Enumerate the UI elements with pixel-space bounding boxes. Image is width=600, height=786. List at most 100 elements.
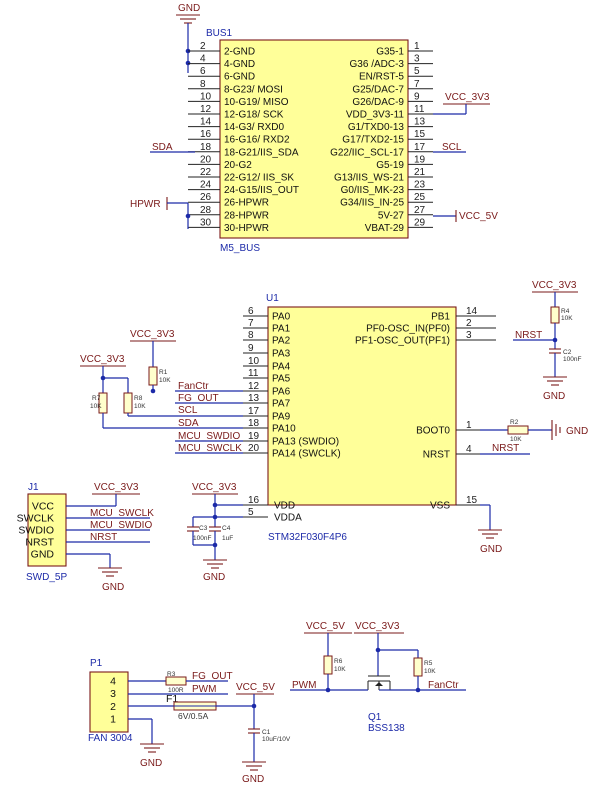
- fan-vcc5-label: VCC_5V: [236, 682, 275, 693]
- mcu-part: STM32F030F4P6: [268, 532, 347, 543]
- mcu-pin-num: 10: [248, 356, 260, 367]
- bus-pin-num: 3: [414, 54, 420, 65]
- r1-val: 10K: [159, 377, 171, 384]
- swd-gnd-label: GND: [102, 582, 124, 593]
- bus-pin-num: 30: [200, 217, 212, 228]
- bus-pin-num: 2: [200, 41, 206, 52]
- mcu-pin-name: VSS: [430, 501, 450, 512]
- mcu-pin-name: PA7: [272, 399, 291, 410]
- bus-connector-body: [219, 39, 409, 239]
- fan-pin-num: 2: [110, 701, 116, 713]
- r2-resistor: [507, 425, 529, 435]
- bus-gnd-label: GND: [178, 3, 200, 14]
- bus-pin-name: G5-19: [376, 160, 404, 171]
- bus-pin-num: 12: [200, 104, 212, 115]
- fan-pin-num: 1: [110, 714, 116, 726]
- c2-val: 100nF: [563, 356, 581, 363]
- mcu-pin-name: PA9: [272, 412, 291, 423]
- boot0-gnd: GND: [566, 426, 588, 437]
- mcu-pin-name: VDD: [274, 501, 295, 512]
- junction: [212, 542, 218, 548]
- mcu-pin-num: 1: [466, 420, 472, 431]
- bus-pin-num: 24: [200, 180, 212, 191]
- reset-block: VCC_3V3 R4 10K NRST C2 100nF GND: [513, 280, 581, 402]
- reset-vcc: VCC_3V3: [532, 280, 577, 291]
- mcu-pin-name: PA2: [272, 336, 291, 347]
- bus-pin-name: 16-G16/ RXD2: [224, 135, 290, 146]
- fan-net-fg: FG_OUT: [192, 671, 233, 682]
- q1-part: BSS138: [368, 723, 405, 734]
- mcu-pin-num: 3: [466, 330, 472, 341]
- bus-pin-num: 29: [414, 217, 426, 228]
- bus-pin-name: G34/IIS_IN-25: [340, 198, 404, 209]
- bus-pin-num: 25: [414, 192, 426, 203]
- fan-pin-num: 3: [110, 688, 116, 700]
- r5-val: 10K: [424, 668, 436, 675]
- r5-resistor: [413, 657, 423, 677]
- net-label-sda2: SDA: [178, 418, 199, 429]
- bus-pin-name: G1/TXD0-13: [348, 122, 405, 133]
- mcu-pin-num: 19: [248, 431, 260, 442]
- swd-pin-name: SWDIO: [18, 525, 54, 537]
- net-label-swclk: MCU_SWCLK: [178, 443, 242, 454]
- c1-val: 10uF/10V: [262, 736, 291, 743]
- mcu-pin-num: 12: [248, 381, 260, 392]
- bus-pin-num: 16: [200, 129, 212, 140]
- bus-pin-name: G0/IIS_MK-23: [341, 185, 405, 196]
- swd-body: [27, 493, 67, 567]
- fan-name: FAN 3004: [88, 733, 133, 744]
- bus-pin-num: 17: [414, 142, 426, 153]
- bus-pin-num: 26: [200, 192, 212, 203]
- q1-pwm-label: PWM: [292, 680, 316, 691]
- bus-pin-name: 12-G18/ SCK: [224, 110, 284, 121]
- bus-pin-num: 6: [200, 66, 206, 77]
- fan-net-pwm: PWM: [192, 684, 216, 695]
- q1-vcc5-label: VCC_5V: [306, 621, 345, 632]
- bus-pin-num: 23: [414, 180, 426, 191]
- bus-pin-num: 10: [200, 91, 212, 102]
- r8-ref: R8: [134, 395, 143, 402]
- bus-pin-name: 6-GND: [224, 72, 255, 83]
- net-label-scl: SCL: [442, 142, 462, 153]
- bus-pin-num: 11: [414, 104, 425, 115]
- bus-pin-num: 5: [414, 66, 420, 77]
- r2-ref: R2: [510, 419, 519, 426]
- swd-net-swdio: MCU_SWDIO: [90, 520, 152, 531]
- r1-ref: R1: [159, 369, 168, 376]
- net-vcc3v3-pullups: VCC_3V3: [80, 354, 125, 365]
- mcu-pin-name: PF1-OSC_OUT(PF1): [355, 336, 450, 347]
- bus-pin-name: 24-G15/IIS_OUT: [224, 185, 299, 196]
- bus-pin-name: 18-G21/IIS_SDA: [224, 147, 299, 158]
- bus-pin-name: G25/DAC-7: [352, 84, 404, 95]
- c3-ref: C3: [199, 525, 208, 532]
- r7-val: 10K: [90, 403, 102, 410]
- r6-val: 10K: [334, 666, 346, 673]
- r5-ref: R5: [424, 660, 433, 667]
- bus-pin-name: 20-G2: [224, 160, 252, 171]
- mcu-pin-num: 9: [248, 343, 254, 354]
- net-vcc5v: VCC_5V: [459, 211, 498, 222]
- swd-name: SWD_5P: [26, 572, 67, 583]
- bus-pin-num: 15: [414, 129, 426, 140]
- swd-pin-name: SWCLK: [17, 513, 54, 525]
- bus-pin-num: 13: [414, 117, 426, 128]
- mcu-pin-name: NRST: [423, 450, 450, 461]
- reset-nrst-label: NRST: [515, 330, 542, 341]
- mcu-pin-num: 4: [466, 444, 472, 455]
- mcu-pin-name: PF0-OSC_IN(PF0): [366, 324, 450, 335]
- bus-pin-num: 19: [414, 154, 426, 165]
- mcu-pin-num: 8: [248, 330, 254, 341]
- mcu-pin-name: PA10: [272, 424, 296, 435]
- c4-val: 1uF: [222, 535, 233, 542]
- mcu-pin-name: PB1: [431, 312, 450, 323]
- mcu-pin-num: 6: [248, 306, 254, 317]
- bus-pin-num: 7: [414, 79, 420, 90]
- bus-pin-name: 5V-27: [378, 210, 405, 221]
- mcu-pin-name: VDDA: [274, 513, 302, 524]
